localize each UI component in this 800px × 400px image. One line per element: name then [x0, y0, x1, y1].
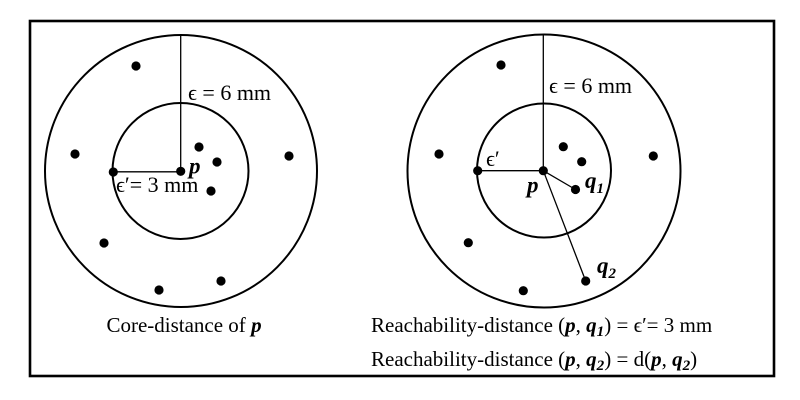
- caption-segment: 2: [596, 358, 605, 375]
- right-epsilon-label: ϵ = 6 mm: [549, 73, 632, 98]
- caption-segment: 1: [596, 324, 605, 341]
- caption-segment: Core-distance of: [106, 313, 252, 337]
- data-point: [99, 238, 109, 248]
- point-q1: [570, 184, 581, 195]
- data-point: [212, 157, 222, 167]
- caption-segment: p: [651, 347, 662, 372]
- data-point: [194, 142, 204, 152]
- q2-label: q2: [597, 253, 617, 282]
- q2-label-subscript: 2: [608, 266, 617, 282]
- caption-segment: p: [251, 313, 262, 337]
- q1-label: q1: [585, 168, 604, 197]
- left-diagram: ϵ = 6 mm ϵ′= 3 mm p: [44, 34, 318, 308]
- caption-segment: p: [565, 313, 576, 337]
- point-p: [538, 166, 548, 176]
- caption-segment: Reachability-distance (: [371, 347, 566, 372]
- data-point: [154, 285, 164, 295]
- caption-line: Reachability-distance (p, q2) = d(p, q2): [371, 346, 712, 380]
- figure-frame: [28, 19, 776, 378]
- left-outer-circle: [44, 34, 318, 308]
- caption-segment: q: [586, 347, 597, 372]
- caption-segment: ) = d(: [604, 347, 652, 372]
- left-epsilon-label: ϵ = 6 mm: [188, 80, 271, 105]
- caption-segment: ,: [575, 347, 587, 372]
- data-point: [496, 60, 506, 70]
- data-point: [216, 276, 226, 286]
- data-point: [70, 149, 80, 159]
- data-point: [648, 151, 658, 161]
- caption-segment: ,: [575, 313, 587, 337]
- caption-segment: Reachability-distance (: [371, 313, 566, 337]
- left-caption: Core-distance of p: [34, 312, 334, 339]
- caption-line: Reachability-distance (p, q1) = ϵ′= 3 mm: [371, 312, 712, 346]
- q2-label-base: q: [597, 253, 609, 278]
- right-epsilon-prime-label: ϵ′: [486, 146, 500, 171]
- right-p-label: p: [525, 173, 539, 198]
- data-point: [284, 151, 294, 161]
- caption-segment: q: [586, 313, 597, 337]
- q1-label-base: q: [585, 168, 597, 193]
- caption-segment: 2: [682, 358, 691, 375]
- point-p: [176, 166, 186, 176]
- data-point: [206, 186, 216, 196]
- point-epsilon-prime-end: [473, 166, 483, 176]
- data-point: [558, 142, 568, 152]
- caption-segment: q: [672, 347, 683, 372]
- right-caption: Reachability-distance (p, q1) = ϵ′= 3 mm…: [371, 312, 712, 380]
- point-epsilon-prime-end: [108, 167, 118, 177]
- point-q2: [581, 276, 591, 286]
- right-panel-points: [434, 60, 658, 296]
- data-point: [131, 61, 141, 71]
- left-panel-points: [70, 61, 294, 295]
- data-point: [577, 157, 587, 167]
- caption-segment: p: [565, 347, 576, 372]
- p-q2-connector-line: [542, 170, 587, 282]
- caption-segment: ) = ϵ′= 3 mm: [604, 313, 713, 337]
- left-epsilon-prime-label: ϵ′= 3 mm: [116, 172, 198, 197]
- left-p-label: p: [187, 154, 201, 179]
- right-diagram: ϵ = 6 mm ϵ′ p q1 q2: [406, 33, 682, 309]
- p-q1-connector-line: [542, 170, 576, 191]
- caption-segment: ,: [661, 347, 673, 372]
- caption-segment: ): [690, 347, 698, 372]
- data-point: [434, 149, 444, 159]
- data-point: [463, 238, 473, 248]
- q1-label-subscript: 1: [597, 181, 605, 197]
- data-point: [518, 286, 528, 296]
- right-outer-circle: [406, 33, 682, 309]
